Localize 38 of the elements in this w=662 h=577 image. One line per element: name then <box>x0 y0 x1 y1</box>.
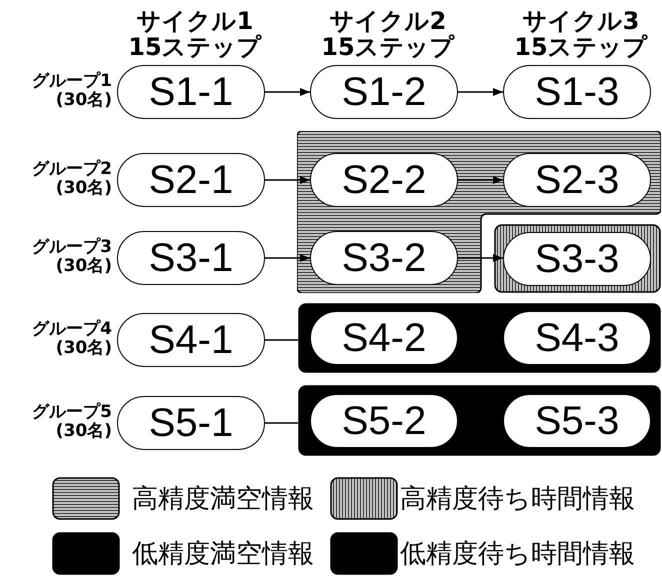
row-label: グループ2 (30名) <box>31 160 112 198</box>
legend-text: 高精度待ち時間情報 <box>400 483 635 516</box>
arrow <box>265 88 310 96</box>
step-pill: S3-2 <box>310 231 458 285</box>
column-header: サイクル3 15ステップ <box>513 8 649 60</box>
step-pill: S1-1 <box>117 65 265 119</box>
step-pill: S2-3 <box>503 153 651 207</box>
column-header: サイクル2 15ステップ <box>320 8 456 60</box>
step-pill: S5-1 <box>117 396 265 450</box>
connector-line <box>265 422 298 424</box>
step-pill: S5-2 <box>310 394 458 448</box>
arrow <box>458 176 503 184</box>
arrow <box>265 254 310 262</box>
shaded-region <box>298 303 661 373</box>
legend-text: 高精度満空情報 <box>132 483 314 516</box>
legend-text: 低精度待ち時間情報 <box>400 538 635 571</box>
step-pill: S5-3 <box>503 394 651 448</box>
step-pill: S4-3 <box>503 311 651 365</box>
legend-text: 低精度満空情報 <box>132 538 314 571</box>
arrow <box>265 176 310 184</box>
connector-line <box>265 339 298 341</box>
shaded-region <box>298 385 661 456</box>
step-pill: S4-2 <box>310 311 458 365</box>
step-pill: S3-1 <box>117 231 265 285</box>
row-label: グループ3 (30名) <box>31 238 112 276</box>
row-label: グループ4 (30名) <box>31 320 112 358</box>
step-pill: S2-2 <box>310 153 458 207</box>
column-header: サイクル1 15ステップ <box>127 8 263 60</box>
step-pill: S1-2 <box>310 65 458 119</box>
shaded-region <box>494 224 661 293</box>
step-pill: S2-1 <box>117 153 265 207</box>
row-label: グループ5 (30名) <box>31 403 112 441</box>
row-label: グループ1 (30名) <box>31 72 112 110</box>
step-pill: S3-3 <box>503 232 651 286</box>
arrow <box>458 88 503 96</box>
arrow <box>458 254 503 262</box>
step-pill: S4-1 <box>117 313 265 367</box>
step-pill: S1-3 <box>503 65 651 119</box>
